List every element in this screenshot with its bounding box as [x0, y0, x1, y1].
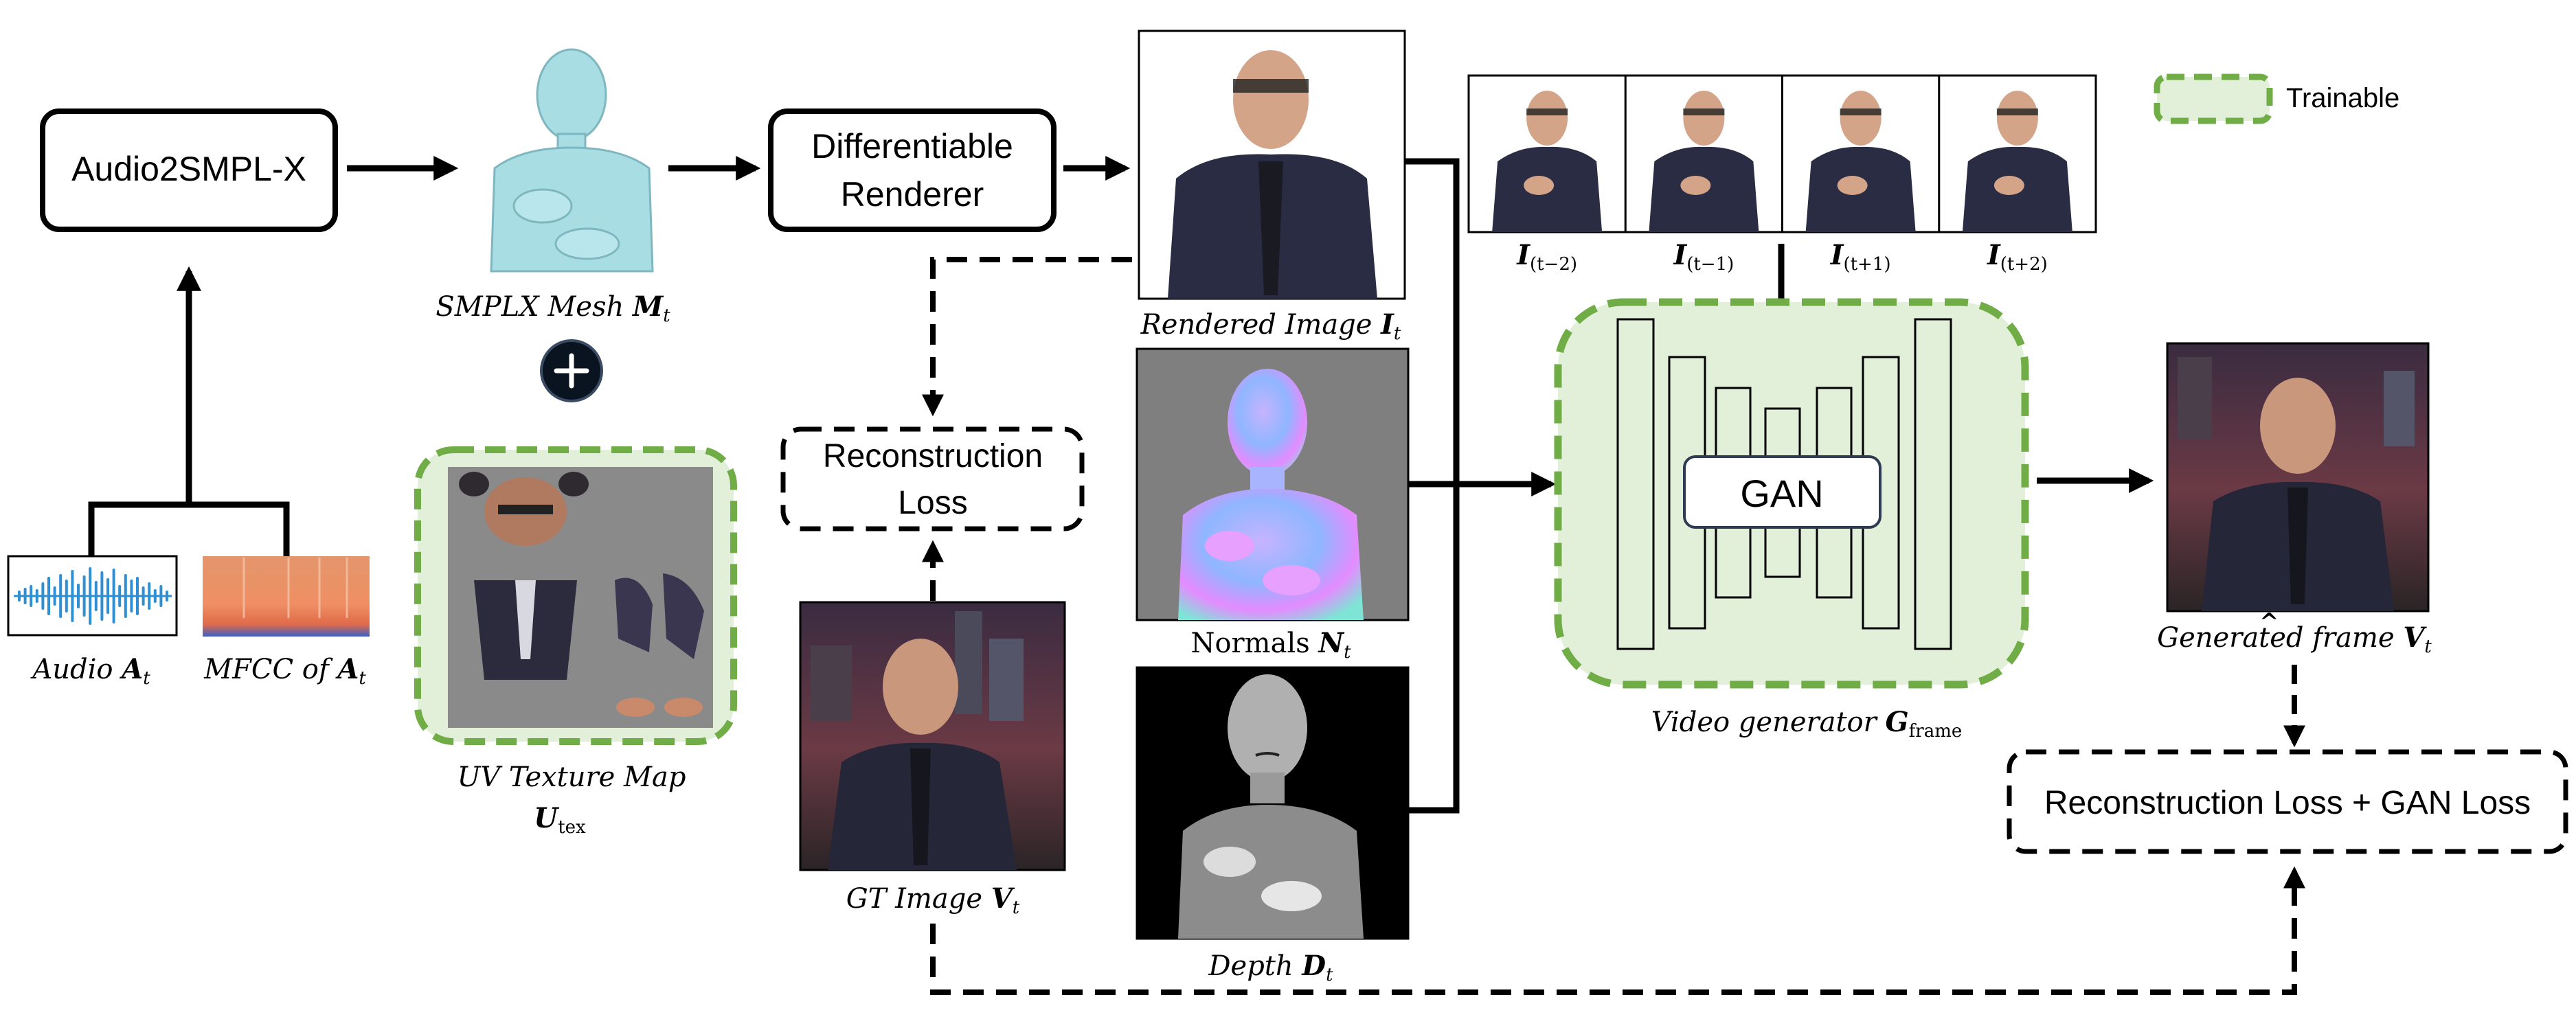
rendered-image — [1138, 30, 1406, 300]
uv-texture-trainable — [414, 446, 737, 745]
uv-texture-symbol: Utex — [534, 802, 586, 838]
audio2smplx-box: Audio2SMPL-X — [40, 108, 338, 232]
neighbor-frame-0 — [1492, 91, 1603, 232]
final-loss-box: Reconstruction Loss + GAN Loss — [2007, 749, 2568, 854]
gan-label: GAN — [1740, 472, 1823, 515]
smplx-mesh-figure — [490, 48, 654, 273]
legend: Trainable — [2154, 73, 2399, 124]
audio-waveform — [7, 555, 178, 637]
mfcc-spectrogram — [203, 556, 370, 637]
audio-label: Audio At — [30, 653, 150, 689]
neighbor-frame-2 — [1781, 76, 1916, 232]
dashed-arrow-gt-to-final-loss — [930, 866, 2305, 995]
normals-image — [1136, 347, 1410, 621]
legend-swatch — [2154, 73, 2273, 124]
uv-texture-label: UV Texture Map — [457, 762, 686, 793]
neighbor-frame-1 — [1624, 76, 1759, 232]
video-generator-trainable: GAN — [1554, 298, 2029, 689]
generated-frame-image — [2166, 342, 2430, 613]
depth-image — [1136, 666, 1410, 940]
generated-frame-hat: ^ — [2259, 608, 2279, 636]
gan-box — [1683, 455, 1882, 529]
rendered-image-label: Rendered Image It — [1140, 308, 1401, 344]
recon-loss-line2: Loss — [898, 485, 967, 521]
audio2smplx-label: Audio2SMPL-X — [71, 150, 306, 188]
neighbor-frames-strip: I(t−2) I(t−1) I(t+1) I(t+2) — [1467, 74, 2097, 275]
mfcc-label: MFCC of At — [203, 653, 366, 689]
neighbor-frame-label-2: I(t+1) — [1830, 239, 1891, 275]
audio-merge-arrow — [88, 266, 290, 556]
gt-image — [799, 601, 1066, 871]
recon-loss-line1: Reconstruction — [823, 438, 1043, 474]
smplx-mesh-label: SMPLX Mesh Mt — [436, 290, 670, 326]
renderer-label-line2: Renderer — [841, 175, 984, 214]
legend-label: Trainable — [2286, 83, 2399, 113]
video-generator-label: Video generator Gframe — [1651, 706, 1963, 742]
inputs-to-generator-bracket — [1405, 158, 1557, 814]
final-loss-label: Reconstruction Loss + GAN Loss — [2044, 785, 2531, 821]
gt-image-label: GT Image Vt — [846, 882, 1020, 918]
neighbor-frame-label-1: I(t−1) — [1673, 239, 1734, 275]
depth-label: Depth Dt — [1208, 950, 1333, 985]
neighbor-frame-3 — [1938, 76, 2072, 232]
renderer-label-line1: Differentiable — [811, 127, 1013, 165]
generated-frame-label: Generated frame Vt — [2157, 621, 2432, 657]
neighbor-frame-label-3: I(t+2) — [1987, 239, 2048, 275]
normals-label: Normals Nt — [1190, 627, 1351, 663]
neighbor-frame-label-0: I(t−2) — [1516, 239, 1577, 275]
differentiable-renderer-box: Differentiable Renderer — [768, 108, 1057, 232]
reconstruction-loss-box: Reconstruction Loss — [780, 426, 1085, 531]
dashed-arrow-rendered-to-loss — [922, 257, 1132, 417]
plus-icon — [540, 339, 603, 402]
